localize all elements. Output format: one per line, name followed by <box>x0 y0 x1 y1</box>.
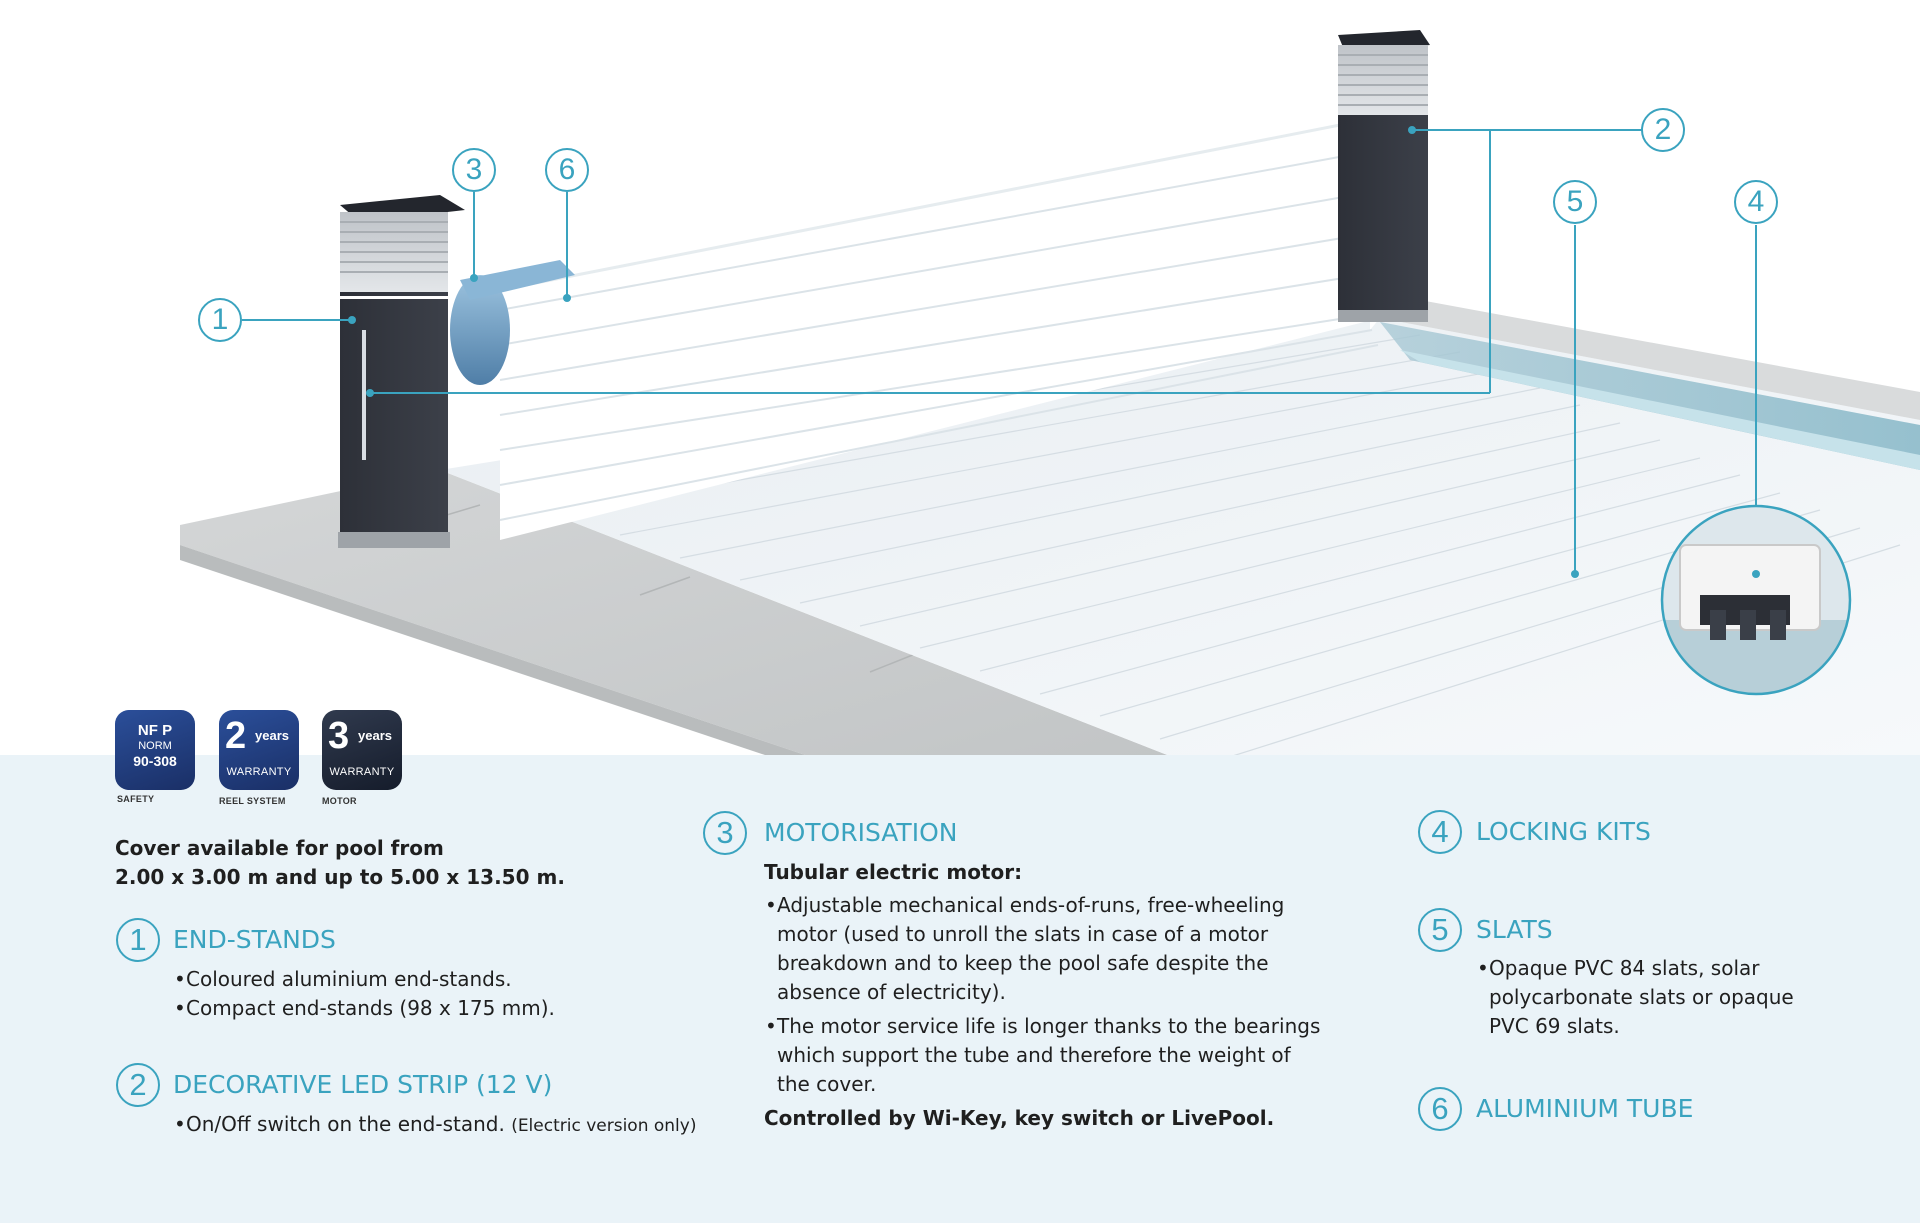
led-strip-bullet-note: (Electric version only) <box>511 1116 697 1136</box>
slats-bullet-line-1: Opaque PVC 84 slats, solar <box>1489 956 1760 980</box>
callout-6: 6 <box>545 148 589 192</box>
section-5-number: 5 <box>1418 908 1462 952</box>
slats-bullet: Opaque PVC 84 slats, solar polycarbonate… <box>1477 954 1794 1041</box>
stone-coping-right <box>1380 300 1920 420</box>
motorisation-bullet-2: The motor service life is longer thanks … <box>765 1012 1321 1099</box>
locking-kit-inset <box>1660 504 1852 696</box>
slats-bullet-line-3: PVC 69 slats. <box>1489 1014 1620 1038</box>
slats-bullet-line-2: polycarbonate slats or opaque <box>1489 985 1794 1009</box>
motorisation-bullet-2-line-3: the cover. <box>777 1072 877 1096</box>
right-end-stand <box>1338 30 1430 322</box>
motorisation-bullet-2-line-2: which support the tube and therefore the… <box>777 1043 1291 1067</box>
intro-line-1: Cover available for pool from <box>115 836 444 860</box>
callout-2: 2 <box>1641 108 1685 152</box>
section-6-number: 6 <box>1418 1087 1462 1131</box>
nfp-badge-caption: SAFETY <box>117 794 155 804</box>
nfp-norm-badge: NF P NORM 90-308 <box>115 710 195 790</box>
motorisation-bullet-1-line-3: breakdown and to keep the pool safe desp… <box>777 951 1269 975</box>
motorisation-bullet-2-line-1: The motor service life is longer thanks … <box>777 1014 1321 1038</box>
section-4-number: 4 <box>1418 810 1462 854</box>
left-end-stand <box>338 195 465 548</box>
callout-3: 3 <box>452 148 496 192</box>
motorisation-bullet-1-line-2: motor (used to unroll the slats in case … <box>777 922 1269 946</box>
section-1-title: END-STANDS <box>173 925 336 954</box>
section-6-title: ALUMINIUM TUBE <box>1476 1094 1694 1123</box>
motorisation-bullet-1-line-4: absence of electricity). <box>777 980 1006 1004</box>
section-3-number: 3 <box>703 811 747 855</box>
aluminium-tube-end <box>450 275 510 385</box>
callout-1: 1 <box>198 298 242 342</box>
motor-badge-caption: MOTOR <box>322 796 357 806</box>
led-strip-bullet-main: On/Off switch on the end-stand. <box>186 1112 505 1136</box>
section-4-title: LOCKING KITS <box>1476 817 1651 846</box>
end-stands-bullet-1: Coloured aluminium end-stands. <box>174 965 512 994</box>
reel-badge-caption: REEL SYSTEM <box>219 796 286 806</box>
section-5-title: SLATS <box>1476 915 1553 944</box>
motorisation-bullet-1: Adjustable mechanical ends-of-runs, free… <box>765 891 1285 1007</box>
motorisation-bullet-1-line-1: Adjustable mechanical ends-of-runs, free… <box>777 893 1285 917</box>
motorisation-footer: Controlled by Wi-Key, key switch or Live… <box>764 1106 1275 1130</box>
pool-cover-illustration <box>180 30 1920 760</box>
reel-warranty-badge: 2 years WARRANTY <box>219 710 299 790</box>
section-3-title: MOTORISATION <box>764 818 958 847</box>
section-1-number: 1 <box>116 918 160 962</box>
led-strip-bullet: On/Off switch on the end-stand. (Electri… <box>174 1110 697 1141</box>
motor-warranty-badge: 3 years WARRANTY <box>322 710 402 790</box>
callout-5: 5 <box>1553 180 1597 224</box>
intro-line-2: 2.00 x 3.00 m and up to 5.00 x 13.50 m. <box>115 865 565 889</box>
motorisation-subtitle: Tubular electric motor: <box>764 860 1023 884</box>
section-2-number: 2 <box>116 1063 160 1107</box>
end-stands-bullet-2: Compact end-stands (98 x 175 mm). <box>174 994 555 1023</box>
section-2-title: DECORATIVE LED STRIP (12 V) <box>173 1070 553 1099</box>
callout-4: 4 <box>1734 180 1778 224</box>
